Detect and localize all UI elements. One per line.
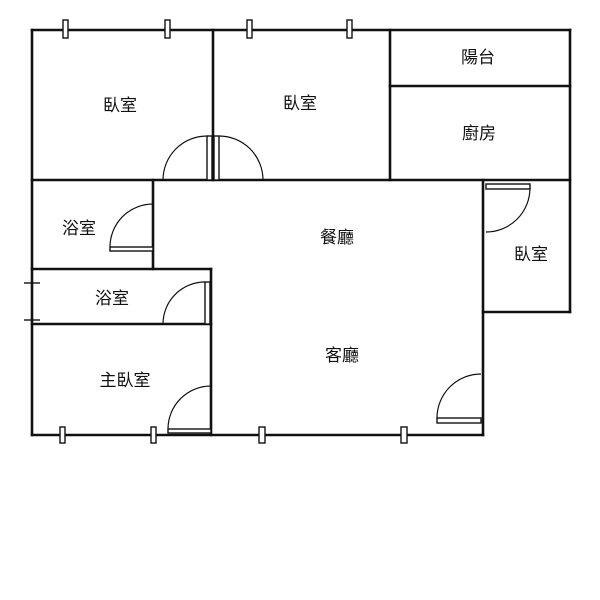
label-balcony: 陽台 xyxy=(461,48,495,68)
door-bathroom-2 xyxy=(162,281,211,325)
walls xyxy=(30,28,572,437)
room-labels: 臥室 臥室 陽台 廚房 浴室 餐廳 臥室 浴室 客廳 主臥室 xyxy=(62,48,548,391)
label-bathroom-2: 浴室 xyxy=(95,289,129,309)
label-master-bedroom: 主臥室 xyxy=(100,371,151,391)
label-bedroom-n: 臥室 xyxy=(283,94,317,114)
door-master-bedroom xyxy=(167,385,212,434)
label-kitchen: 廚房 xyxy=(462,123,496,144)
label-bedroom-e: 臥室 xyxy=(514,245,548,265)
door-bedroom-nw xyxy=(162,135,213,181)
door-bedroom-n xyxy=(213,135,264,181)
windows xyxy=(24,19,408,444)
door-bathroom-1 xyxy=(109,203,154,252)
doors xyxy=(109,135,531,434)
label-living: 客廳 xyxy=(325,346,359,366)
door-entrance xyxy=(436,373,482,424)
door-bedroom-e xyxy=(485,183,531,233)
label-bedroom-nw: 臥室 xyxy=(103,96,137,116)
label-bathroom-1: 浴室 xyxy=(62,219,96,239)
label-dining: 餐廳 xyxy=(320,228,354,248)
